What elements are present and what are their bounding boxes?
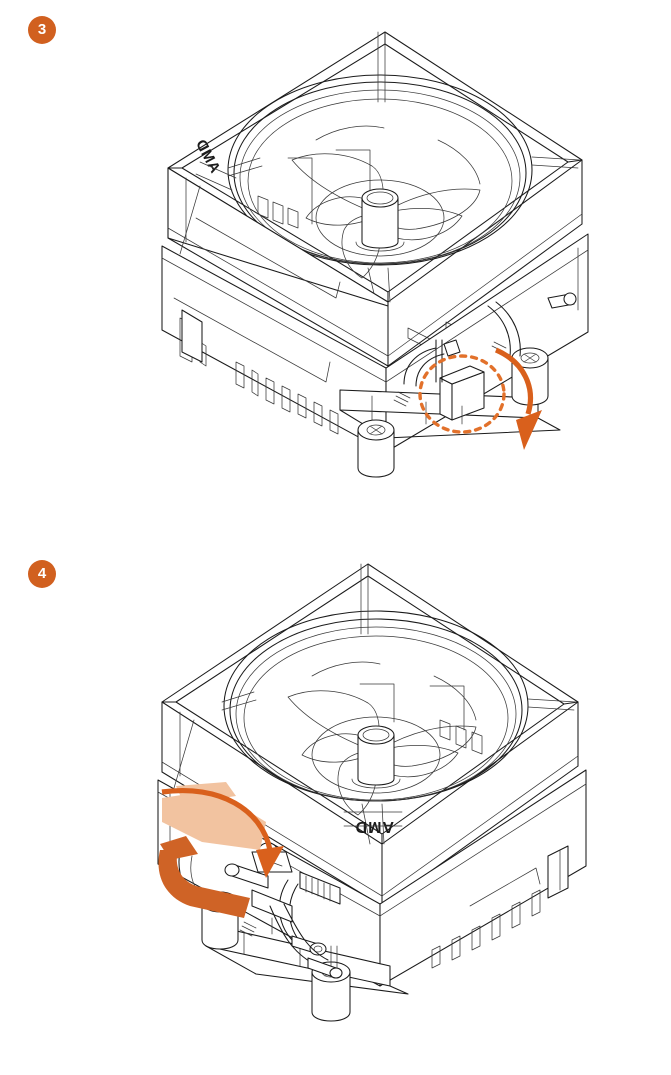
fan-blades [292, 126, 480, 278]
fan-hub [312, 717, 440, 793]
step-badge-4: 4 [28, 560, 56, 588]
fan-blades [288, 662, 476, 815]
step-section-4: 4 [0, 544, 671, 1075]
retention-clip-lever [436, 340, 484, 424]
svg-text:AMD: AMD [355, 818, 394, 835]
amd-logo-shroud: AMD [355, 818, 394, 835]
rotation-arrow-clockwise [494, 347, 542, 450]
cpu-cooler-illustration-step-4: AMD [140, 554, 610, 1069]
bracket-embossed-marks [240, 922, 256, 936]
step-section-3: 3 [0, 0, 671, 520]
shroud-struts [222, 564, 576, 844]
shroud-side-walls [168, 160, 582, 366]
shroud-struts [228, 32, 580, 302]
step-badge-3: 3 [28, 16, 56, 44]
fan-aperture-rings [224, 611, 528, 801]
lever-solid-highlight [158, 836, 250, 918]
heatsink-fins [180, 310, 338, 434]
cpu-cooler-illustration-step-3: AMD [140, 10, 610, 510]
heatsink-fins [432, 846, 568, 968]
shroud-ribs [258, 150, 370, 228]
fan-aperture-rings [228, 75, 532, 265]
cooler-cable [270, 904, 342, 978]
retention-wire-arms [404, 293, 576, 386]
highlight-dashed-circle [418, 354, 506, 434]
shroud-ribs [360, 684, 482, 754]
rotation-arrow-clockwise [161, 788, 284, 878]
fan-hub [316, 180, 444, 256]
